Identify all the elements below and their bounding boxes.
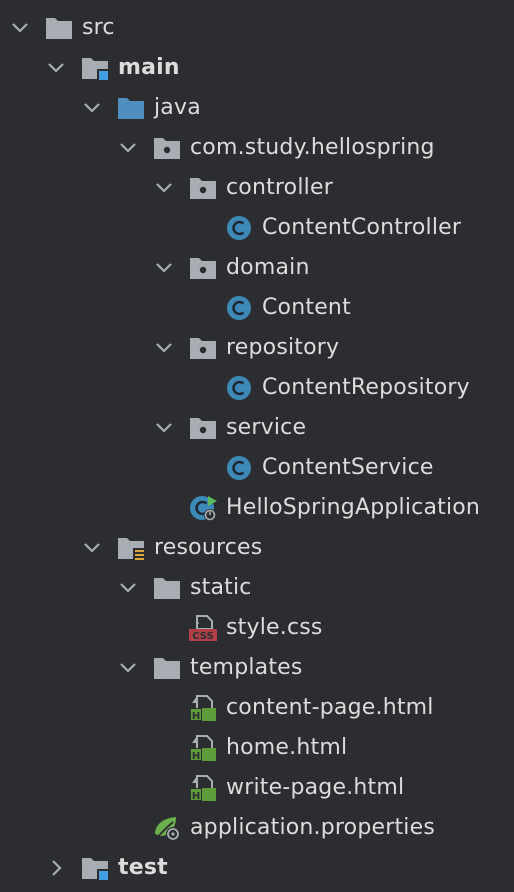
chevron-down-icon[interactable] [8,16,32,40]
chevron-down-icon[interactable] [80,96,104,120]
source-root-folder-icon [82,58,108,80]
tree-row-write-page-html[interactable]: H write-page.html [0,768,514,808]
tree-row-static[interactable]: static [0,568,514,608]
tree-item-label: application.properties [190,815,436,840]
source-root-folder-icon [82,858,108,880]
tree-item-label: templates [190,655,303,680]
tree-row-main[interactable]: main [0,48,514,88]
tree-row-domain[interactable]: domain [0,248,514,288]
tree-row-style-css[interactable]: CSS style.css [0,608,514,648]
chevron-right-icon[interactable] [44,856,68,880]
tree-row-templates[interactable]: templates [0,648,514,688]
tree-item-label: home.html [226,735,348,760]
tree-item-label: write-page.html [226,775,405,800]
chevron-down-icon[interactable] [116,656,140,680]
package-icon [154,138,180,159]
chevron-down-icon[interactable] [152,256,176,280]
svg-text:H: H [192,711,200,722]
spring-properties-icon [155,817,180,841]
tree-item-label: service [226,415,307,440]
tree-row-content-page-html[interactable]: H content-page.html [0,688,514,728]
chevron-down-icon[interactable] [116,136,140,160]
tree-item-label: controller [226,175,333,200]
tree-row-package-root[interactable]: com.study.hellospring [0,128,514,168]
package-icon [190,338,216,359]
tree-item-label: Content [262,295,351,320]
tree-row-content-service[interactable]: ContentService [0,448,514,488]
class-icon [227,296,251,320]
svg-text:H: H [192,751,200,762]
source-folder-icon [118,98,144,119]
tree-row-home-html[interactable]: H home.html [0,728,514,768]
class-icon [227,376,251,400]
svg-text:H: H [192,791,200,802]
tree-item-label: content-page.html [226,695,434,720]
package-icon [190,178,216,199]
spring-boot-class-icon [190,496,217,521]
tree-row-content-repository[interactable]: ContentRepository [0,368,514,408]
tree-item-label: ContentRepository [262,375,470,400]
css-file-icon: CSS [189,615,217,642]
tree-item-label: domain [226,255,310,280]
chevron-down-icon[interactable] [152,176,176,200]
chevron-down-icon[interactable] [80,536,104,560]
tree-item-label: main [118,55,180,80]
chevron-down-icon[interactable] [152,416,176,440]
tree-item-label: static [190,575,252,600]
chevron-down-icon[interactable] [152,336,176,360]
tree-item-label: src [82,15,115,40]
tree-row-content-controller[interactable]: ContentController [0,208,514,248]
tree-item-label: ContentController [262,215,462,240]
html-file-icon: H [190,735,216,762]
resources-folder-icon [118,538,145,561]
tree-row-content[interactable]: Content [0,288,514,328]
package-icon [190,418,216,439]
tree-row-application-properties[interactable]: application.properties [0,808,514,848]
tree-row-src[interactable]: src [0,8,514,48]
package-icon [190,258,216,279]
tree-row-java[interactable]: java [0,88,514,128]
html-file-icon: H [190,775,216,802]
folder-icon [154,658,180,679]
tree-item-label: repository [226,335,340,360]
tree-row-repository[interactable]: repository [0,328,514,368]
tree-row-service[interactable]: service [0,408,514,448]
chevron-down-icon[interactable] [44,56,68,80]
tree-row-controller[interactable]: controller [0,168,514,208]
tree-item-label: java [154,95,201,120]
tree-item-label: test [118,855,168,880]
tree-item-label: style.css [226,615,323,640]
partial-row-glyph [80,0,88,2]
tree-item-label: resources [154,535,263,560]
folder-icon [154,578,180,599]
tree-item-label: com.study.hellospring [190,135,435,160]
folder-icon [46,18,72,39]
svg-text:CSS: CSS [192,631,213,642]
tree-row-hello-spring-application[interactable]: HelloSpringApplication [0,488,514,528]
class-icon [227,456,251,480]
tree-row-test[interactable]: test [0,848,514,888]
tree-item-label: ContentService [262,455,434,480]
class-icon [227,216,251,240]
tree-item-label: HelloSpringApplication [226,495,481,520]
tree-row-resources[interactable]: resources [0,528,514,568]
chevron-down-icon[interactable] [116,576,140,600]
html-file-icon: H [190,695,216,722]
